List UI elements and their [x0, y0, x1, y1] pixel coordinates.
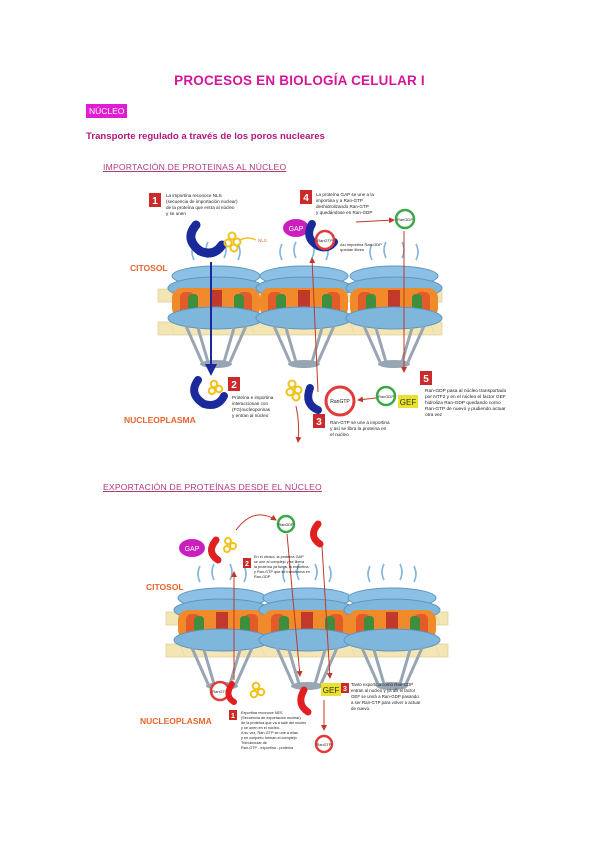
export-step-1-text: Exportina reconoce NES (Secuencia de exp… — [241, 711, 307, 750]
step-4-box — [300, 190, 312, 204]
nuclear-pore-icon — [166, 240, 266, 370]
cargo-protein-icon — [285, 379, 303, 402]
gap-protein-icon — [179, 539, 205, 557]
export-cytosol-label: CITOSOL — [146, 582, 184, 592]
importin-icon — [190, 376, 228, 409]
exportin-icon — [297, 686, 312, 716]
step-2-box — [228, 377, 240, 391]
svg-text:RanGTP: RanGTP — [330, 399, 350, 405]
step-number: 1 — [152, 196, 158, 207]
import-cytosol-label: CITOSOL — [130, 263, 168, 273]
import-step-4-text: La proteína GAP se une a la importina y … — [316, 192, 375, 215]
svg-text:RanGDP: RanGDP — [378, 394, 394, 399]
import-nucleoplasm-label: NUCLEOPLASMA — [124, 415, 196, 425]
importin-icon — [304, 384, 322, 414]
svg-text:4: 4 — [303, 193, 309, 204]
import-step-1-text: La importina reconoce NLS (secuencia de … — [166, 193, 239, 216]
step-3-box — [313, 414, 325, 428]
svg-text:GAP: GAP — [185, 546, 200, 553]
step-3-box — [341, 683, 349, 693]
gef-protein-icon — [398, 395, 418, 408]
ran-gtp-icon — [314, 734, 334, 754]
svg-text:2: 2 — [231, 380, 237, 391]
ran-gdp-icon — [394, 208, 416, 230]
cargo-protein-icon — [207, 379, 224, 396]
nuclear-pore-icon — [344, 240, 444, 370]
export-step-3-text: Tanto exportina como Ran-GDP entran al n… — [351, 682, 422, 711]
import-heading: IMPORTACIÓN DE PROTEINAS AL NÚCLEO — [103, 162, 287, 172]
importin-icon — [186, 220, 227, 258]
import-step-5-text: Ran-GDP pasa al núcleo transportado por … — [425, 388, 508, 418]
nls-label: NLS — [258, 238, 267, 243]
step-2-box — [243, 558, 251, 568]
gap-protein-icon — [283, 219, 309, 237]
nuclear-pore-icon — [254, 240, 354, 370]
svg-text:RanGTP: RanGTP — [317, 743, 332, 747]
cargo-protein-icon — [223, 231, 242, 253]
exportin-icon — [310, 520, 324, 548]
ran-gtp-icon — [324, 385, 356, 417]
svg-text:2: 2 — [245, 561, 249, 568]
svg-text:3: 3 — [343, 686, 347, 693]
section-subtitle: Transporte regulado a través de los poro… — [86, 131, 325, 142]
nuclear-pore-icon — [172, 562, 272, 692]
svg-text:1: 1 — [231, 713, 235, 720]
ran-gdp-icon — [276, 514, 296, 534]
export-figure: CITOSOL NUCLEOPLASMA GAP RanGDP 2 En el … — [140, 514, 449, 754]
export-heading: EXPORTACIÓN DE PROTEÍNAS DESDE EL NÚCLEO — [103, 482, 322, 492]
step-1-box — [229, 710, 237, 720]
svg-text:RanGTP: RanGTP — [317, 238, 333, 243]
section-tag: NÚCLEO — [86, 104, 128, 118]
import-figure: CITOSOL NUCLEOPLASMA 1 La importina reco… — [124, 190, 508, 443]
ran-gtp-icon — [314, 229, 336, 251]
step-5-box — [420, 371, 432, 385]
nuclear-pore-icon — [257, 562, 357, 692]
nuclear-pore-icon — [342, 562, 442, 692]
svg-text:RanGDP: RanGDP — [397, 217, 413, 222]
svg-text:GEF: GEF — [400, 398, 417, 407]
exportin-icon — [225, 681, 237, 705]
svg-text:GAP: GAP — [289, 226, 304, 233]
import-step-3-text: Ran-GTP se une a importina y así se libr… — [330, 420, 391, 437]
import-step-4-note: Así importina Ran-GDP quedan libres — [340, 242, 383, 252]
svg-text:GEF: GEF — [323, 686, 340, 695]
svg-text:RanGTP: RanGTP — [212, 689, 228, 694]
step-1-box — [149, 193, 161, 207]
cargo-protein-icon — [249, 681, 266, 699]
page-title: PROCESOS EN BIOLOGÍA CELULAR I — [174, 73, 425, 88]
exportin-icon — [208, 536, 222, 564]
import-step-2-text: Proteína e importina interaccionan con (… — [232, 395, 275, 418]
export-step-2-text: En el citosol, la proteína GAP se une al… — [254, 555, 311, 579]
ran-gdp-icon — [375, 385, 397, 407]
svg-text:RanGDP: RanGDP — [278, 523, 294, 527]
export-nucleoplasm-label: NUCLEOPLASMA — [140, 716, 212, 726]
cargo-protein-icon — [223, 537, 237, 553]
gef-protein-icon — [321, 683, 341, 696]
svg-text:5: 5 — [423, 374, 429, 385]
svg-text:3: 3 — [316, 417, 322, 428]
